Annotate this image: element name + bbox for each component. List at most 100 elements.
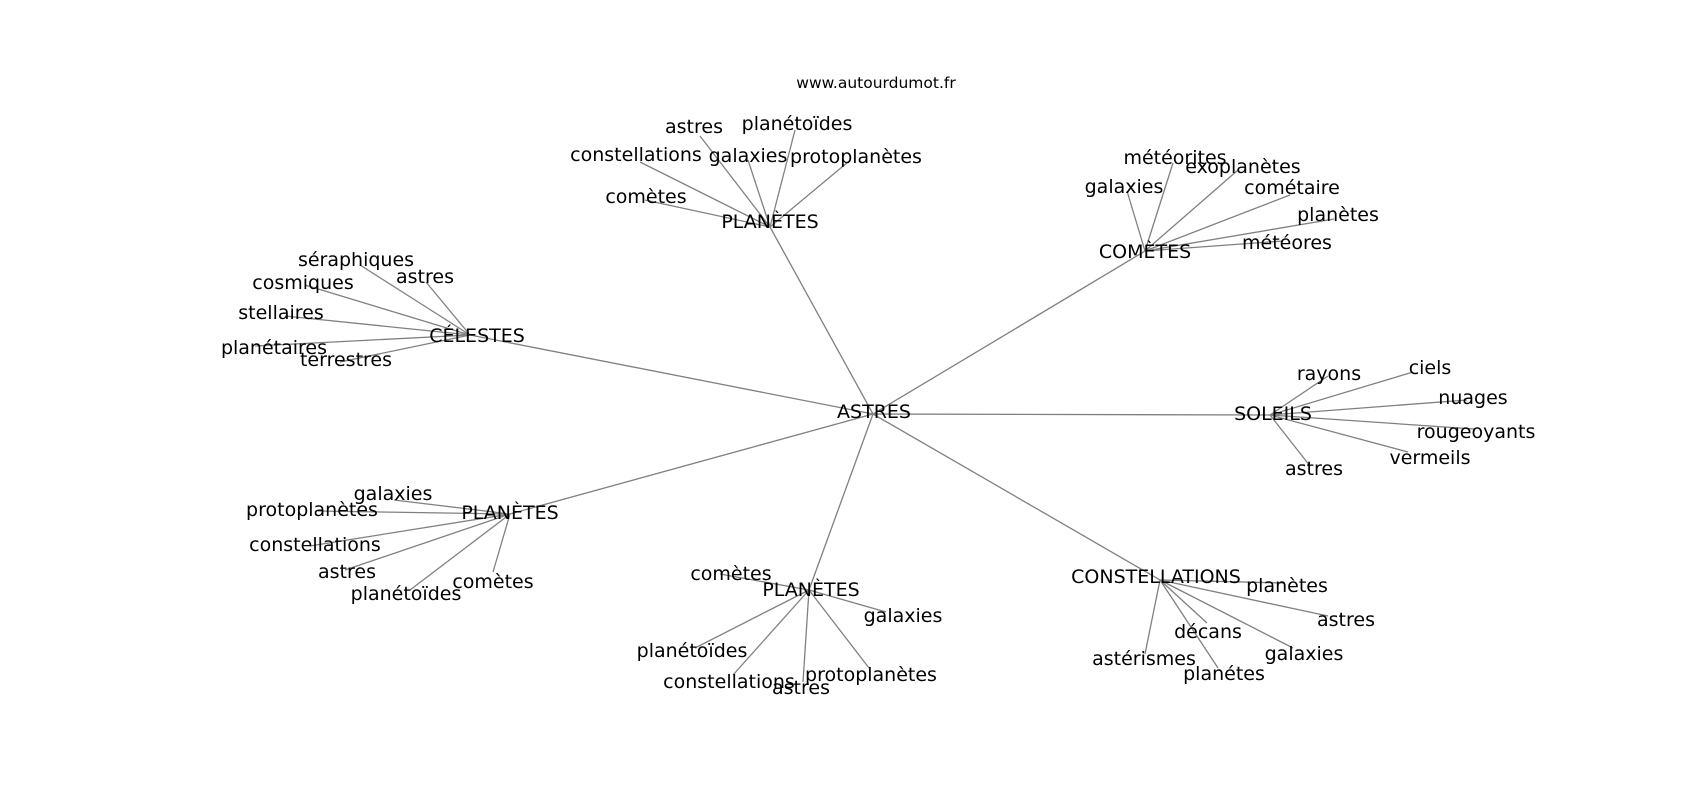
- edge-center-to-celestes-2: [469, 334, 874, 415]
- word-node-label: constellations: [663, 671, 795, 693]
- edge-constellations-6-to-planetes: [1159, 579, 1219, 669]
- word-node-label: exoplanètes: [1185, 156, 1300, 178]
- word-node-label: planétes: [1183, 663, 1265, 685]
- source-url: www.autourdumot.fr: [796, 74, 956, 92]
- word-node-label: astres: [1285, 458, 1343, 480]
- word-node-label: nuages: [1438, 387, 1507, 409]
- edge-celestes-2-to-planetaires: [254, 334, 471, 347]
- hub-node-label: PLANÈTES: [461, 501, 558, 524]
- word-node-label: astres: [318, 561, 376, 583]
- word-node-label: planétoïdes: [637, 640, 748, 662]
- word-node-label: constellations: [570, 144, 702, 166]
- edge-constellations-6-to-asterismes: [1144, 579, 1161, 655]
- edge-planetes-4-to-planetoides: [409, 513, 511, 591]
- edge-soleils-3-to-astres: [1269, 414, 1311, 467]
- edge-cometes-1-to-planetes: [1144, 218, 1335, 252]
- word-node-label: rougeoyants: [1417, 421, 1536, 443]
- edge-cometes-1-to-meteorites: [1144, 162, 1174, 252]
- hub-node-label: SOLEILS: [1234, 403, 1312, 425]
- hub-node-label: COMÈTES: [1099, 240, 1191, 263]
- edge-planetes-5-to-cometes: [719, 573, 810, 591]
- edge-planetes-0-to-constellations: [639, 161, 771, 228]
- word-node-label: planétoïdes: [351, 583, 462, 605]
- edge-cometes-1-to-exoplanetes: [1144, 169, 1239, 252]
- word-node-label: astres: [665, 116, 723, 138]
- edge-cometes-1-to-galaxies: [1126, 190, 1146, 252]
- edge-center-to-planetes-0: [769, 226, 874, 415]
- word-node-label: astres: [396, 266, 454, 288]
- edge-planetes-4-to-astres: [344, 513, 511, 571]
- edge-constellations-6-to-astres: [1159, 579, 1329, 617]
- edge-celestes-2-to-astres: [425, 281, 471, 336]
- edge-cometes-1-to-meteores: [1144, 240, 1284, 252]
- word-node-label: cosmiques: [252, 272, 353, 294]
- edge-celestes-2-to-seraphiques: [359, 264, 471, 336]
- word-node-label: astérismes: [1092, 648, 1196, 670]
- word-node-label: rayons: [1297, 363, 1361, 385]
- edge-planetes-0-to-galaxies: [747, 159, 771, 228]
- edge-planetes-5-to-protoplanetes: [808, 589, 870, 669]
- edge-constellations-6-to-galaxies: [1159, 579, 1294, 649]
- edge-planetes-5-to-astres: [802, 589, 810, 683]
- word-node-label: stellaires: [238, 302, 324, 324]
- word-node-label: galaxies: [864, 605, 943, 627]
- edge-center-to-cometes-1: [872, 250, 1146, 415]
- edge-planetes-5-to-constellations: [732, 589, 810, 676]
- word-node-label: planètes: [1297, 204, 1379, 226]
- edge-center-to-planetes-4: [509, 413, 874, 515]
- word-node-label: protoplanètes: [805, 664, 937, 686]
- word-node-label: protoplanètes: [246, 499, 378, 521]
- word-node-label: vermeils: [1389, 447, 1470, 469]
- edge-planetes-0-to-cometes: [644, 199, 771, 228]
- edge-planetes-4-to-constellations: [309, 513, 511, 547]
- word-node-label: comètes: [452, 571, 533, 593]
- word-node-label: galaxies: [1085, 176, 1164, 198]
- edge-planetes-0-to-protoplanetes: [769, 161, 849, 228]
- word-node-label: météorites: [1123, 147, 1226, 169]
- word-node-label: planétoïdes: [742, 113, 853, 135]
- edge-planetes-5-to-galaxies: [808, 589, 887, 613]
- hub-node-label: PLANÈTES: [721, 210, 818, 233]
- edges-layer: [254, 129, 1475, 683]
- edge-cometes-1-to-cometaire: [1144, 194, 1291, 252]
- word-node-label: séraphiques: [298, 249, 414, 271]
- edge-center-to-soleils-3: [872, 413, 1271, 416]
- edge-soleils-3-to-nuages: [1269, 399, 1468, 416]
- edge-center-to-constellations-6: [872, 413, 1161, 581]
- hub-node-label: PLANÈTES: [762, 578, 859, 601]
- word-node-label: comètes: [690, 563, 771, 585]
- edge-constellations-6-to-decans: [1159, 579, 1208, 624]
- edge-celestes-2-to-cosmiques: [304, 284, 471, 336]
- edge-soleils-3-to-rayons: [1269, 375, 1329, 416]
- edge-soleils-3-to-vermeils: [1269, 414, 1409, 453]
- word-node-label: astres: [1317, 609, 1375, 631]
- word-node-label: météores: [1242, 232, 1332, 254]
- edge-center-to-planetes-5: [808, 413, 874, 591]
- edge-celestes-2-to-stellaires: [284, 315, 471, 336]
- word-node-label: galaxies: [1265, 643, 1344, 665]
- word-node-label: galaxies: [354, 483, 433, 505]
- word-node-label: cométaire: [1244, 177, 1340, 199]
- hub-node-label: CONSTELLATIONS: [1071, 566, 1241, 588]
- word-node-label: ciels: [1409, 357, 1452, 379]
- word-node-label: décans: [1174, 621, 1242, 643]
- edge-soleils-3-to-rougeoyants: [1269, 414, 1475, 430]
- edge-planetes-4-to-cometes: [492, 513, 511, 573]
- edge-soleils-3-to-ciels: [1269, 371, 1414, 416]
- word-node-label: constellations: [249, 534, 381, 556]
- edge-planetes-5-to-planetoides: [694, 589, 810, 649]
- center-node-label: ASTRES: [837, 401, 911, 423]
- word-node-label: comètes: [605, 186, 686, 208]
- word-node-label: planètes: [1246, 575, 1328, 597]
- edge-planetes-0-to-planetoides: [769, 129, 796, 228]
- word-node-label: terrestres: [300, 349, 392, 371]
- word-node-label: planétaires: [221, 337, 327, 359]
- edge-planetes-4-to-galaxies: [393, 499, 511, 515]
- hub-node-label: CÉLESTES: [429, 324, 525, 347]
- edge-constellations-6-to-planetes: [1159, 579, 1284, 584]
- word-node-label: protoplanètes: [790, 146, 922, 168]
- word-node-label: astres: [772, 677, 830, 699]
- word-node-label: galaxies: [709, 145, 788, 167]
